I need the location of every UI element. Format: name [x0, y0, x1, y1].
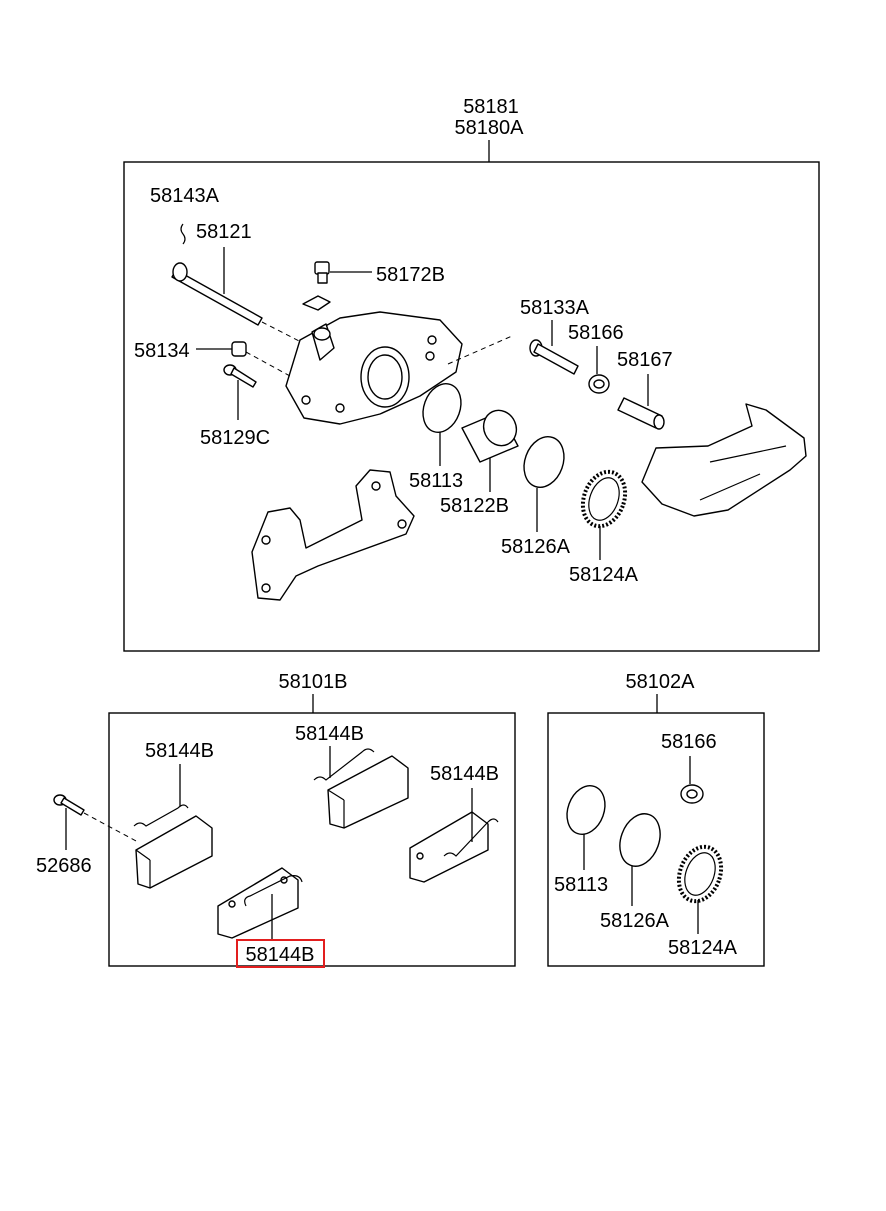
- label-58172b[interactable]: 58172B: [376, 264, 445, 286]
- pad-right-body: [409, 811, 489, 883]
- dust-boot-outer: [580, 469, 628, 529]
- pin-boot-spring: [180, 223, 186, 245]
- outboard-housing-edge: [709, 445, 787, 463]
- highlight-box: [236, 939, 325, 968]
- piston-part: [461, 409, 519, 463]
- pad-kit-part-number[interactable]: 58101B: [279, 671, 348, 693]
- bleeder-body: [317, 272, 328, 284]
- boot-inner: [593, 379, 605, 389]
- brake-pad-right: [409, 811, 499, 883]
- bracket-hole-4: [397, 519, 407, 529]
- caliper-assembly-frame: [123, 161, 820, 652]
- dust-boot-inner: [588, 477, 620, 521]
- caliper-hole-3: [301, 395, 311, 405]
- dust-boot-part: [580, 469, 628, 529]
- label-58124a[interactable]: 58124A: [569, 564, 639, 586]
- label-58129c[interactable]: 58129C: [200, 427, 270, 449]
- caliper-body-part: [285, 311, 463, 425]
- bushing-body: [231, 341, 247, 357]
- label-pad-top-middle[interactable]: 58144B: [295, 723, 364, 745]
- bleeder-clip: [302, 295, 331, 311]
- upper-bolt-path: [447, 335, 513, 365]
- label-58143a[interactable]: 58143A: [150, 185, 220, 207]
- guide-pin-path: [261, 321, 306, 345]
- guide-pin-part: [171, 223, 306, 345]
- bracket-hole-3: [371, 481, 381, 491]
- bushing-path: [245, 351, 291, 377]
- seal-kit-dust-boot-part: [676, 844, 724, 904]
- label-58166[interactable]: 58166: [568, 322, 624, 344]
- lower-bolt-shaft: [230, 367, 257, 388]
- label-seal-kit-58124a[interactable]: 58124A: [668, 937, 738, 959]
- upper-bolt-part: [529, 339, 579, 375]
- sleeve-end: [653, 414, 665, 430]
- assembly-part-number-2[interactable]: 58180A: [455, 117, 525, 139]
- label-52686[interactable]: 52686: [36, 855, 92, 877]
- label-58126a[interactable]: 58126A: [501, 536, 571, 558]
- label-pad-right[interactable]: 58144B: [430, 763, 499, 785]
- pad-bolt-shaft: [60, 797, 85, 816]
- seal-kit-group: 58102A 58166 58113 58126A 58124A: [547, 671, 765, 967]
- label-seal-kit-58126a[interactable]: 58126A: [600, 910, 670, 932]
- label-58122b[interactable]: 58122B: [440, 495, 509, 517]
- bracket-hole-2: [261, 583, 271, 593]
- ring-part: [523, 436, 565, 488]
- seal-kit-frame: [547, 712, 765, 967]
- boot-part: [588, 374, 610, 394]
- brake-pad-top-left: [133, 804, 213, 889]
- label-pad-bottom-highlighted[interactable]: 58144B: [246, 944, 315, 966]
- seal-kit-dust-boot-outer: [676, 844, 724, 904]
- caliper-bore-inner: [367, 354, 403, 400]
- label-58121[interactable]: 58121: [196, 221, 252, 243]
- label-58133a[interactable]: 58133A: [520, 297, 590, 319]
- pad-bolt-path: [83, 812, 139, 843]
- label-seal-kit-58166[interactable]: 58166: [661, 731, 717, 753]
- pad-kit-group: 58101B 52686 58144B 58144B: [36, 671, 516, 968]
- bracket-hole-1: [261, 535, 271, 545]
- outboard-housing-part: [641, 403, 807, 517]
- caliper-hole-1: [427, 335, 437, 345]
- caliper-hole-2: [425, 351, 435, 361]
- pad-top-middle-edge: [327, 789, 345, 801]
- seal-kit-boot-inner: [686, 789, 698, 799]
- pad-top-left-body: [135, 815, 213, 889]
- seal-kit-part-number[interactable]: 58102A: [626, 671, 696, 693]
- label-58134[interactable]: 58134: [134, 340, 190, 362]
- assembly-part-number-1[interactable]: 58181: [463, 96, 519, 118]
- lower-bolt-part: [223, 364, 257, 388]
- outboard-housing-edge-2: [699, 473, 761, 501]
- pad-kit-bolt-part: [53, 794, 139, 843]
- pad-top-left-edge: [135, 849, 151, 861]
- bleeder-cap: [314, 261, 330, 275]
- caliper-hole-4: [335, 403, 345, 413]
- pad-top-middle-spring: [313, 748, 375, 781]
- sleeve-part: [617, 397, 665, 430]
- brake-pad-bottom: [217, 867, 303, 939]
- seal-kit-dust-boot-inner: [684, 852, 716, 896]
- caliper-assembly-group: 58181 58180A 58143A 58121 58172B: [123, 96, 820, 652]
- guide-pin-head: [172, 262, 188, 282]
- seal-ring-part: [422, 383, 462, 433]
- pad-top-middle-body: [327, 755, 409, 829]
- caliper-port-top: [313, 327, 331, 341]
- pad-bottom-body: [217, 867, 299, 939]
- label-pad-top-left[interactable]: 58144B: [145, 740, 214, 762]
- bushing-part: [231, 341, 291, 377]
- caliper-bracket-part: [251, 469, 415, 601]
- brake-pad-top-middle: [313, 748, 409, 829]
- seal-kit-boot-part: [680, 784, 704, 804]
- upper-bolt-shaft: [533, 343, 579, 375]
- pad-bottom-hole-1: [228, 900, 236, 908]
- label-58167[interactable]: 58167: [617, 349, 673, 371]
- seal-kit-ring-part: [619, 813, 661, 867]
- pad-bottom-spring: [244, 875, 303, 907]
- label-seal-kit-58113[interactable]: 58113: [554, 874, 608, 896]
- bleeder-screw-part: [302, 261, 331, 311]
- pad-right-hole: [416, 852, 424, 860]
- pad-top-left-spring: [133, 804, 189, 827]
- label-58113[interactable]: 58113: [409, 470, 463, 492]
- piston-face: [482, 409, 518, 447]
- seal-kit-seal-part: [566, 785, 606, 835]
